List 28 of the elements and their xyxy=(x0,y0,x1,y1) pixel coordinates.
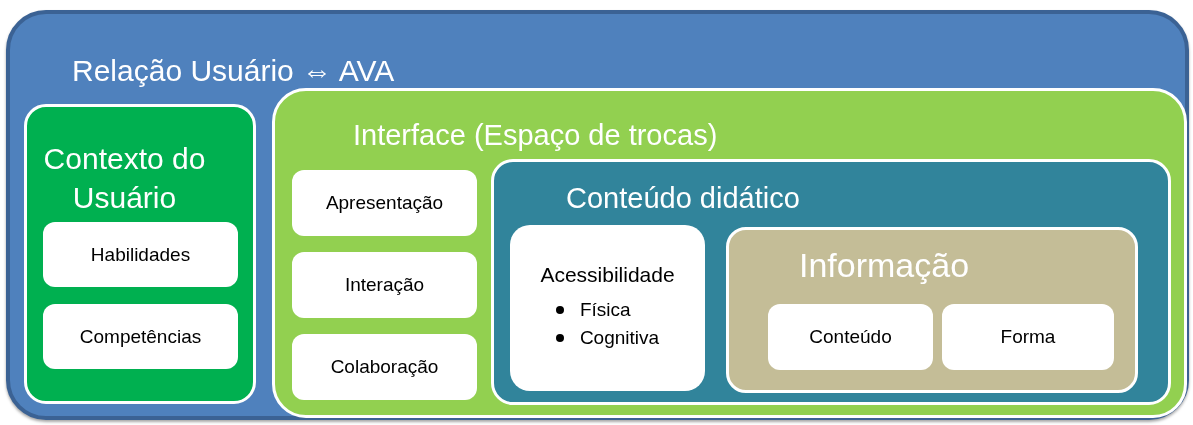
item-card xyxy=(942,304,1114,370)
item-label: Conteúdo xyxy=(809,326,892,348)
panel-title: Conteúdo didático xyxy=(566,182,800,215)
item-card xyxy=(292,334,477,400)
group-panel xyxy=(726,227,1138,393)
group-panel xyxy=(272,88,1187,418)
item-card xyxy=(768,304,933,370)
group-panel xyxy=(491,159,1171,405)
panel-title: Interface (Espaço de trocas) xyxy=(353,119,718,152)
item-card xyxy=(510,225,705,391)
item-label: Acessibilidade xyxy=(540,263,675,287)
item-label: Interação xyxy=(344,274,425,296)
group-panel xyxy=(6,10,1189,420)
item-card xyxy=(43,304,238,369)
panel-title: Informação xyxy=(799,246,970,285)
bullet-item: Cognitiva xyxy=(579,327,660,349)
group-panel xyxy=(24,104,256,404)
item-label: Forma xyxy=(1000,326,1056,348)
item-label: Habilidades xyxy=(90,243,191,266)
item-card xyxy=(292,252,477,318)
panel-title: Relação Usuário ⇔ AVA xyxy=(72,54,395,88)
item-label: Colaboração xyxy=(330,356,439,378)
item-card xyxy=(43,222,238,287)
item-card xyxy=(292,170,477,236)
item-label: Apresentação xyxy=(325,192,444,214)
bullet-item: Física xyxy=(579,299,631,321)
item-label: Competências xyxy=(79,325,202,348)
panel-title: Contexto do Usuário xyxy=(42,141,207,216)
